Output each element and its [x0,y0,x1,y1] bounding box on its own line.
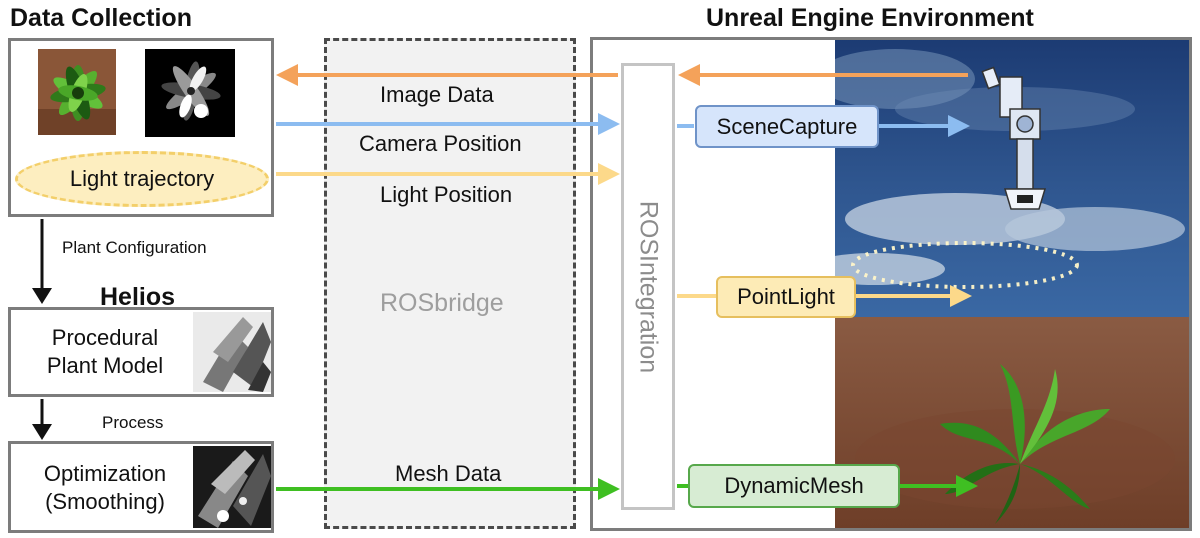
light-trajectory-ellipse: Light trajectory [15,151,269,207]
unreal-scene-render [835,39,1191,530]
procedural-model-box: Procedural Plant Model [8,307,274,397]
optimization-line-2: (Smoothing) [45,489,165,514]
helios-title: Helios [100,283,176,311]
scene-capture-out-arrowhead [948,115,970,137]
process-label: Process [102,413,164,432]
mesh-data-label: Mesh Data [395,461,502,486]
data-collection-title: Data Collection [10,4,192,32]
image-data-label: Image Data [380,82,494,107]
unreal-environment-title: Unreal Engine Environment [706,4,1034,32]
procedural-model-line-1: Procedural [51,325,159,350]
mesh-data-arrowhead [598,478,620,500]
optimization-label: Optimization (Smoothing) [19,460,191,516]
plant-configuration-label: Plant Configuration [62,238,207,257]
camera-position-label: Camera Position [359,131,522,156]
scene-capture-node: SceneCapture [695,105,879,148]
procedural-model-line-2: Plant Model [46,353,164,378]
procedural-model-image [193,312,271,392]
data-collection-box: Light trajectory [8,38,274,217]
light-position-arrowhead [598,163,620,185]
scene-capture-label: SceneCapture [716,113,858,139]
dynamic-mesh-out-arrowhead [956,475,978,497]
dynamic-mesh-label: DynamicMesh [724,473,864,498]
plant-mask-image [145,49,235,137]
image-capture-arrowhead [678,64,700,86]
point-light-out-arrowhead [950,285,972,307]
optimization-line-1: Optimization [43,461,167,486]
dynamic-mesh-node: DynamicMesh [688,464,900,508]
rosbridge-box [324,38,576,529]
ros-integration-bar [621,63,675,510]
process-arrowhead [32,424,52,440]
procedural-model-label: Procedural Plant Model [19,324,191,380]
image-data-arrowhead [276,64,298,86]
point-light-node: PointLight [716,276,856,318]
light-trajectory-label: Light trajectory [69,166,215,191]
light-position-label: Light Position [380,182,513,207]
point-light-label: PointLight [737,284,835,309]
camera-position-arrowhead [598,113,620,135]
optimization-box: Optimization (Smoothing) [8,441,274,533]
rosbridge-label: ROSbridge [380,289,504,317]
plant-configuration-arrowhead [32,288,52,304]
unreal-environment-box [590,37,1192,531]
optimization-image [193,446,271,528]
plant-rgb-image [38,49,116,135]
